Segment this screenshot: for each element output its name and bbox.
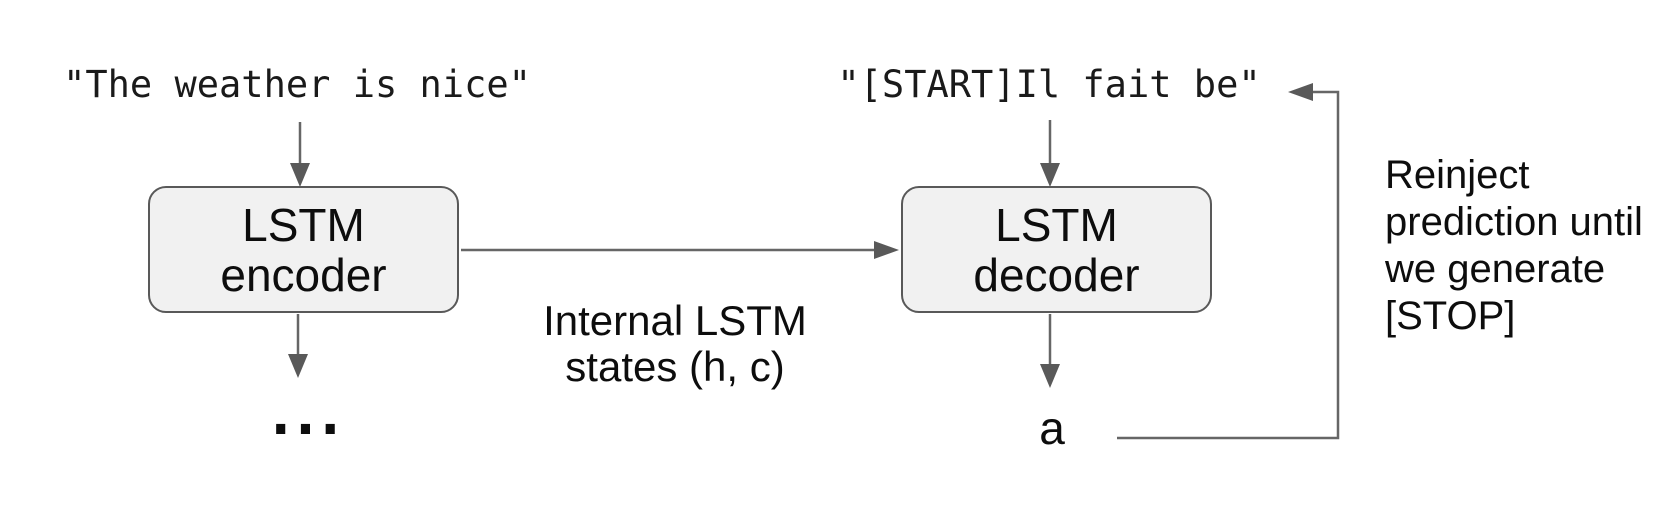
decoder-input-arrowhead (1040, 163, 1060, 187)
decoder-node-label: LSTM decoder (973, 198, 1140, 301)
decoder-output-arrowhead (1040, 364, 1060, 388)
loop-note-line: Reinject (1385, 153, 1530, 197)
feedback-loop-arrowhead (1288, 83, 1313, 101)
loop-note-line: prediction until (1385, 200, 1643, 244)
decoder-output-text: a (1039, 402, 1065, 454)
encoder-input-arrowhead (290, 163, 310, 187)
encoder-node-label: LSTM encoder (220, 198, 387, 301)
encoder-node: LSTM encoder (148, 186, 459, 313)
encoder-output-ellipsis: ... (263, 383, 347, 448)
loop-note: Reinject prediction until we generate [S… (1385, 152, 1643, 340)
decoder-node: LSTM decoder (901, 186, 1212, 313)
loop-note-line: [STOP] (1385, 294, 1516, 338)
internal-states-label: Internal LSTM states (h, c) (543, 297, 807, 390)
encoder-input-text: "The weather is nice" (63, 63, 531, 106)
loop-note-line: we generate (1385, 247, 1606, 291)
feedback-loop-line (1117, 90, 1340, 440)
decoder-input-text: "[START]Il fait be" (837, 63, 1261, 106)
states-arrowhead (874, 241, 899, 259)
encoder-output-arrowhead (288, 354, 308, 378)
